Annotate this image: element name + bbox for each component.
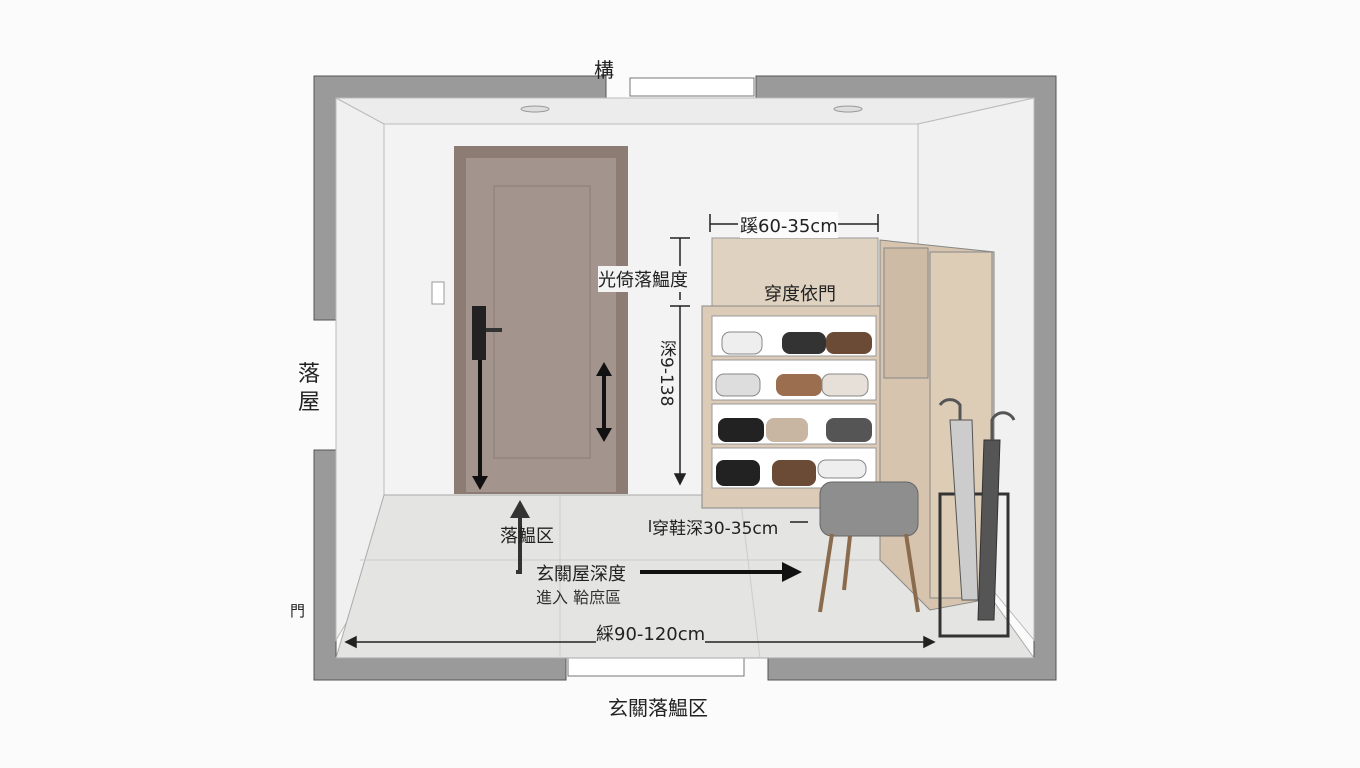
door <box>466 158 616 492</box>
width-dimension-label: 綵90-120cm <box>596 620 706 646</box>
door-lock <box>472 306 486 360</box>
umbrella <box>949 419 979 601</box>
window-top <box>629 77 755 97</box>
light-switch <box>431 281 445 305</box>
cabinet-top-label: 穿度依門 <box>764 284 836 305</box>
entry-depth-label: 玄關屋深度 <box>536 564 626 585</box>
stool <box>819 481 919 537</box>
vertical-dimension-label: 深9-138 <box>654 340 679 407</box>
caption: 玄關落鰛区 <box>608 696 708 720</box>
height-label: 光倚落鰛度 <box>598 266 688 292</box>
label-top: 構 <box>594 58 614 82</box>
entry-arrow <box>516 516 522 574</box>
shoes <box>715 331 872 486</box>
zone-label: 落鰛区 <box>500 526 554 547</box>
shoe-depth-label: 穿鞋深30-35cm <box>652 519 779 539</box>
label-left-1: 落 <box>298 362 321 387</box>
label-left-small: 門 <box>290 602 306 620</box>
ceiling <box>335 97 1035 125</box>
cabinet-width-label: 蹊60-35cm <box>740 212 838 238</box>
label-left-2: 屋 <box>298 390 321 415</box>
entry-sub-label: 進入 鞈庶區 <box>536 588 622 607</box>
window-bottom <box>567 657 745 677</box>
